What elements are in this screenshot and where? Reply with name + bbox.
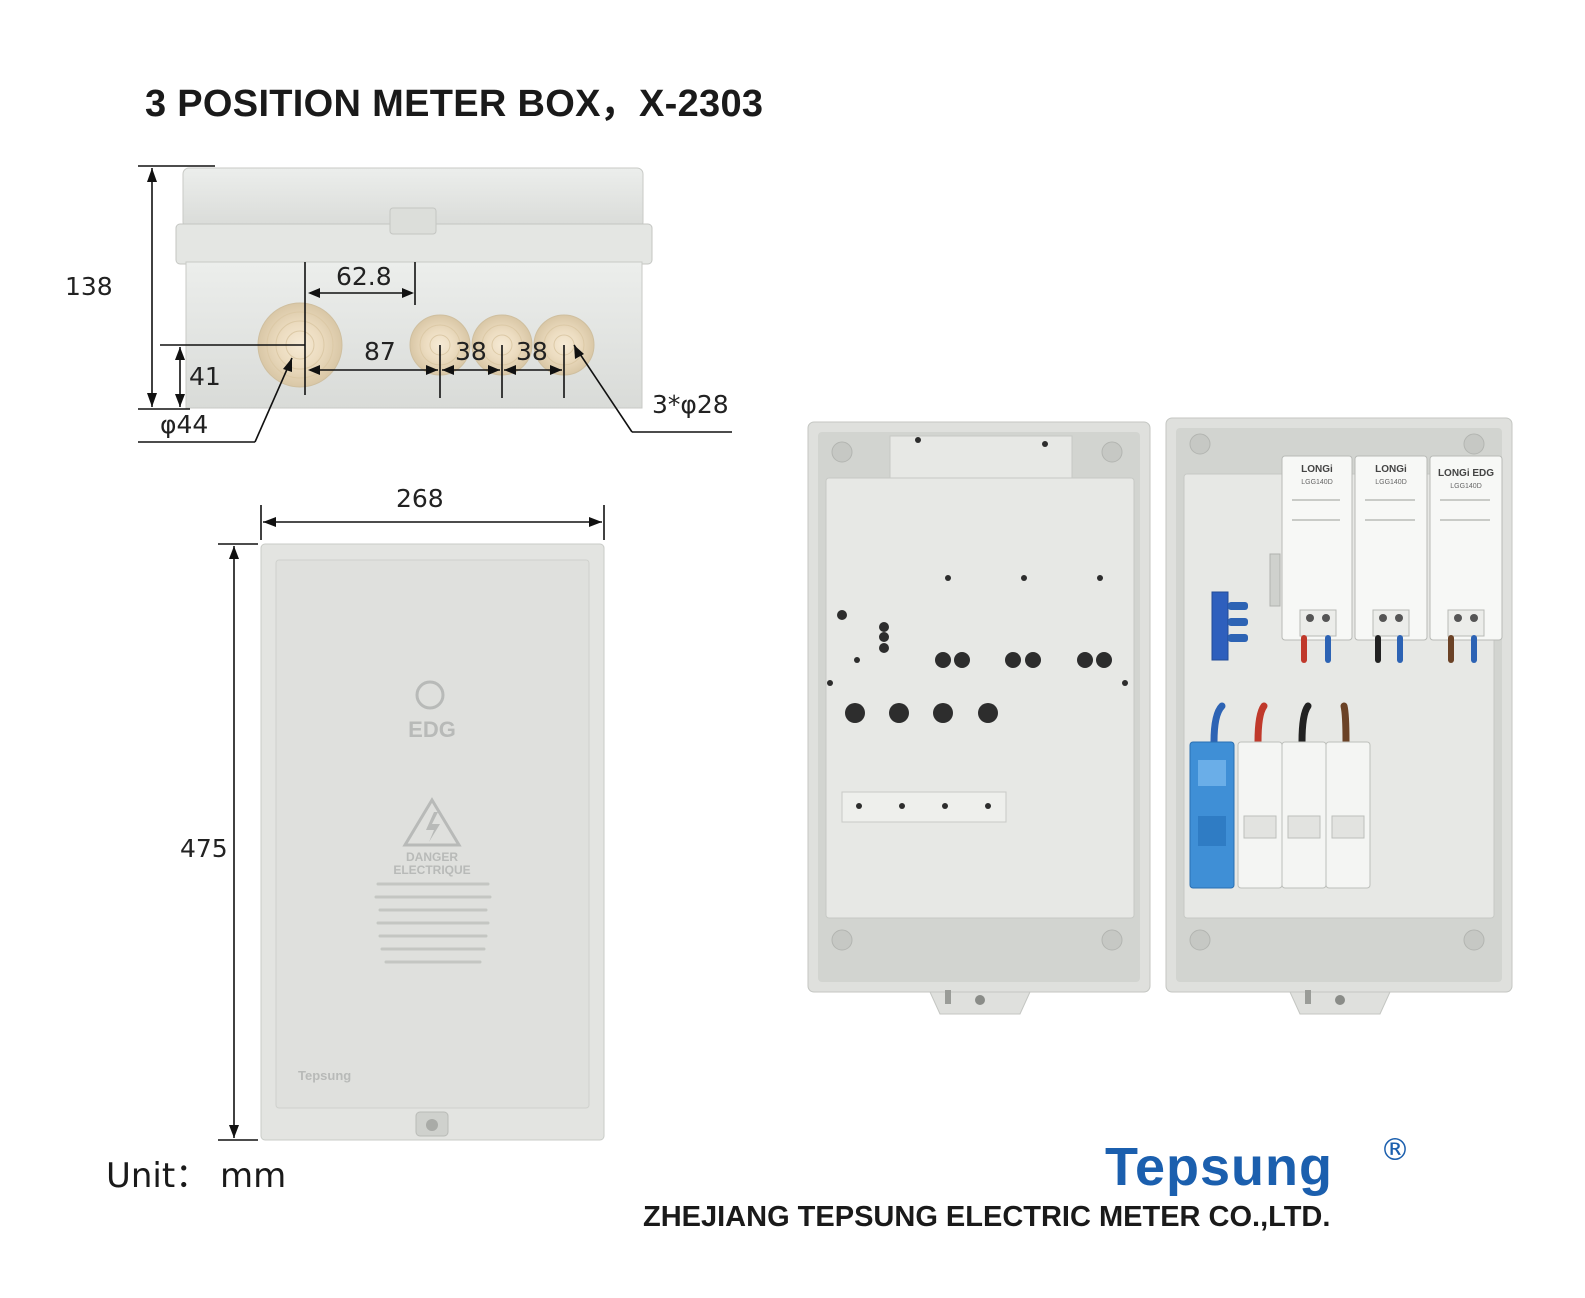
meter-2-model: LGG140D: [1375, 479, 1407, 486]
dim-height-total: 138: [65, 272, 113, 301]
cover-tepsung-emboss: Tepsung: [298, 1068, 351, 1083]
page-title: 3 POSITION METER BOX，X-2303: [145, 83, 764, 125]
dim-front-height: 475: [180, 834, 228, 863]
meter-1: [1281, 455, 1353, 641]
company-name: ZHEJIANG TEPSUNG ELECTRIC METER CO.,LTD.: [643, 1201, 1331, 1233]
unit-label: Unit： mm: [106, 1156, 287, 1196]
cover-brand-emboss: EDG: [408, 717, 456, 742]
breaker-2: [1281, 741, 1327, 889]
dim-big-hole-diameter: φ44: [160, 410, 209, 439]
front-cover-view: [218, 505, 605, 1141]
meter-1-model: LGG140D: [1301, 479, 1333, 486]
side-view-box: [138, 165, 732, 443]
meter-3: [1429, 455, 1503, 641]
dim-front-width: 268: [396, 484, 444, 513]
dim-hole-spacing-38a: 38: [455, 337, 487, 366]
dim-small-holes: 3*φ28: [652, 390, 729, 419]
dim-hole-offset: 62.8: [336, 262, 392, 291]
brand-logo: Tepsung: [1105, 1137, 1333, 1197]
dim-hole-spacing-87: 87: [364, 337, 396, 366]
meter-2-brand: LONGi: [1375, 464, 1407, 475]
dim-hole-height: 41: [189, 362, 221, 391]
breaker-neutral: [1189, 741, 1235, 889]
meter-1-brand: LONGi: [1301, 464, 1333, 475]
registered-mark: ®: [1380, 1133, 1410, 1168]
dim-hole-spacing-38b: 38: [516, 337, 548, 366]
open-box-with-meters: [1165, 417, 1513, 1015]
open-box-base: [807, 421, 1151, 1015]
breaker-3: [1325, 741, 1371, 889]
meter-3-model: LGG140D: [1450, 483, 1482, 490]
meter-2: [1354, 455, 1428, 641]
breaker-1: [1237, 741, 1283, 889]
meter-3-brand: LONGi EDG: [1438, 468, 1494, 479]
